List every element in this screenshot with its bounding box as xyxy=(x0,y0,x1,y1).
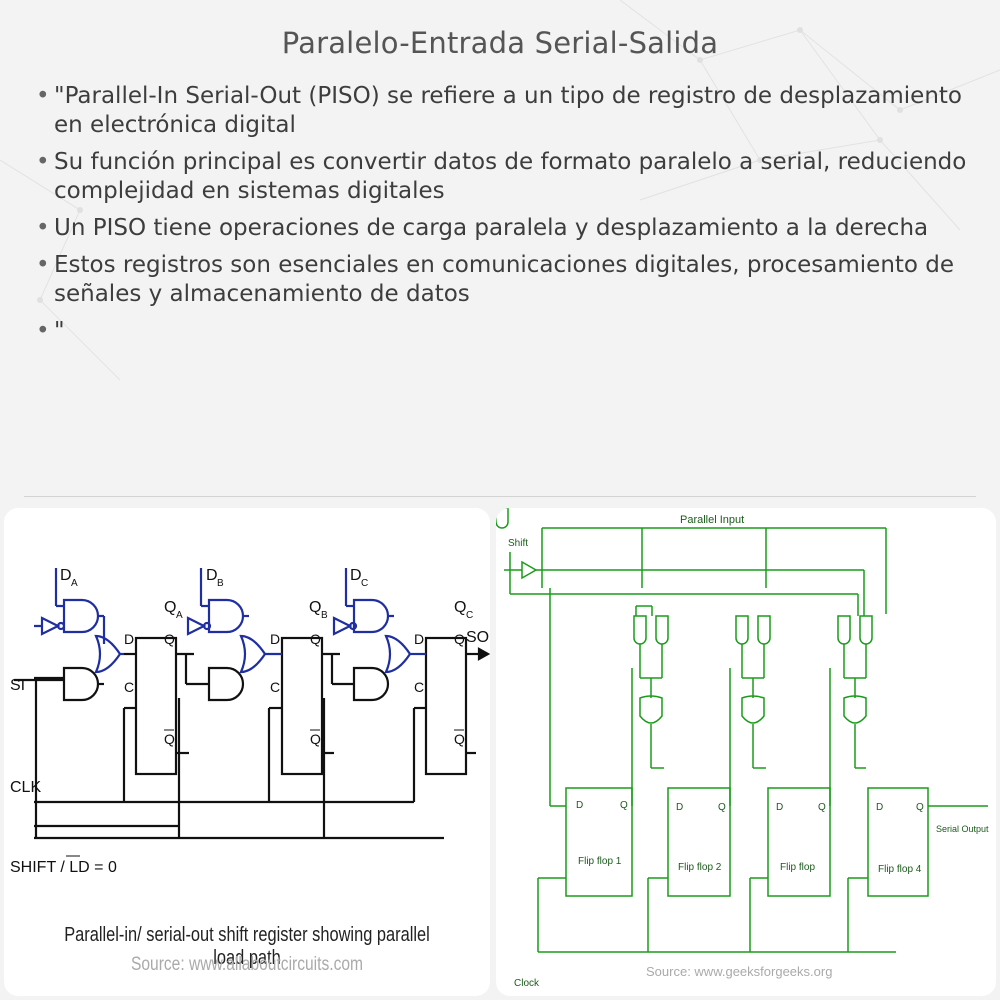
label-qbar: Q xyxy=(164,731,175,747)
label-flipflop-2: Flip flop 2 xyxy=(678,862,722,873)
label-c: C xyxy=(270,679,280,695)
label-flipflop-4: Flip flop 4 xyxy=(878,864,922,875)
label-d: D xyxy=(776,802,783,813)
label-d: D xyxy=(576,800,583,811)
label-qa: Q xyxy=(164,599,176,616)
piso-circuit-figure-right: Parallel Input Shift Clock Serial Output… xyxy=(496,508,996,996)
label-flipflop-1: Flip flop 1 xyxy=(578,856,622,867)
label-d: D xyxy=(270,631,280,647)
piso-circuit-figure-left: D A D B D C Q A Q B Q C SO D Q C Q D Q C… xyxy=(4,508,490,996)
label-q: Q xyxy=(164,631,175,647)
label-serial-output: Serial Output xyxy=(936,824,989,834)
label-q: Q xyxy=(310,631,321,647)
label-db: D xyxy=(206,567,218,584)
label-d: D xyxy=(414,631,424,647)
label-q: Q xyxy=(818,802,826,813)
left-figure-source: Source: www.allaboutcircuits.com xyxy=(130,954,364,975)
piso-circuit-diagram: D A D B D C Q A Q B Q C SO D Q C Q D Q C… xyxy=(10,567,490,876)
label-shift-ld: SHIFT / LD = 0 xyxy=(10,859,117,876)
label-c: C xyxy=(124,679,134,695)
label-d: D xyxy=(124,631,134,647)
label-da-sub: A xyxy=(71,578,78,589)
label-qbar: Q xyxy=(454,731,465,747)
label-so: SO xyxy=(466,629,489,646)
label-parallel-input: Parallel Input xyxy=(680,514,744,526)
label-qa-sub: A xyxy=(176,610,183,621)
label-db-sub: B xyxy=(217,578,224,589)
label-da: D xyxy=(60,567,72,584)
bullet-item: "Parallel-In Serial-Out (PISO) se refier… xyxy=(34,82,974,140)
piso-flipflop-diagram: Parallel Input Shift Clock Serial Output… xyxy=(496,508,989,989)
bullet-item: Estos registros son esenciales en comuni… xyxy=(34,251,974,309)
label-clk: CLK xyxy=(10,779,41,796)
section-divider xyxy=(24,496,976,497)
label-q: Q xyxy=(454,631,465,647)
label-q: Q xyxy=(916,802,924,813)
label-d: D xyxy=(876,802,883,813)
label-q: Q xyxy=(718,802,726,813)
label-q: Q xyxy=(620,800,628,811)
label-dc-sub: C xyxy=(361,578,368,589)
label-d: D xyxy=(676,802,683,813)
label-c: C xyxy=(414,679,424,695)
left-figure-caption: Parallel-in/ serial-out shift register s… xyxy=(64,924,430,969)
bullet-list: "Parallel-In Serial-Out (PISO) se refier… xyxy=(34,82,974,354)
right-figure-source: Source: www.geeksforgeeks.org xyxy=(646,964,833,979)
label-qc-sub: C xyxy=(466,610,473,621)
label-si: SI xyxy=(10,677,25,694)
bullet-item: Su función principal es convertir datos … xyxy=(34,148,974,206)
label-qc: Q xyxy=(454,599,466,616)
label-clock: Clock xyxy=(514,978,540,989)
label-qb-sub: B xyxy=(321,610,328,621)
label-qbar: Q xyxy=(310,731,321,747)
label-qb: Q xyxy=(309,599,321,616)
bullet-item: Un PISO tiene operaciones de carga paral… xyxy=(34,214,974,243)
label-flipflop-3: Flip flop xyxy=(780,862,815,873)
label-shift: Shift xyxy=(508,538,528,549)
page-title: Paralelo-Entrada Serial-Salida xyxy=(281,26,719,60)
label-dc: D xyxy=(350,567,362,584)
bullet-item: " xyxy=(34,317,974,346)
